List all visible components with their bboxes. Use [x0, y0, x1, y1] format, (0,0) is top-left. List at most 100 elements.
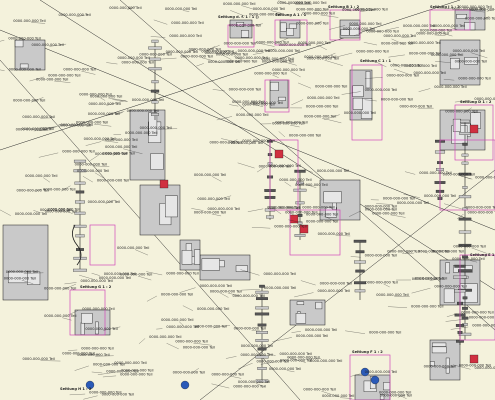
- part-callout-label: 0000-000-000 Teil: [453, 244, 485, 248]
- washer-part: [460, 119, 470, 123]
- part-callout-label: 0000-000-000 Teil: [48, 73, 80, 77]
- leader-line: [179, 287, 196, 293]
- leader-line: [238, 363, 253, 369]
- part-callout-label: 0000-000-000 Teil: [296, 334, 328, 338]
- leader-line: [383, 283, 390, 288]
- leader-line: [294, 292, 314, 298]
- leader-line: [429, 279, 437, 281]
- leader-line: [127, 6, 136, 10]
- part-detail: [379, 393, 385, 400]
- part-callout-label: 0000-000-000 Teil: [254, 71, 286, 75]
- leader-line: [92, 165, 110, 167]
- part-callout-label: 0000-000-000 Teil: [317, 169, 349, 173]
- part-callout-label: 0000-000-000 Teil: [88, 102, 120, 106]
- part-callout-label: 0000-000-000 Teil: [305, 328, 337, 332]
- washer-part: [462, 207, 468, 211]
- part-callout-label: 0000-000-000 Teil: [459, 363, 491, 367]
- leader-line: [206, 45, 220, 52]
- leader-line: [227, 139, 238, 144]
- part-detail: [365, 71, 371, 89]
- detail-view-titles: Seitlung d. f. 1 : 1 ()Seitlung A 1 : 1S…: [60, 5, 495, 391]
- detail-frame: [269, 139, 299, 211]
- leader-line: [305, 358, 321, 360]
- part-callout-label: 0000-000-000 Teil: [76, 121, 108, 125]
- part-callout-label: 0000-000-000 Teil: [8, 37, 40, 41]
- leader-line: [178, 321, 186, 328]
- highlighted-part: [469, 124, 479, 134]
- detail-frame: [274, 19, 308, 46]
- part-detail: [181, 250, 193, 265]
- washer-part: [456, 339, 464, 343]
- bearing-part: [360, 367, 370, 377]
- leader-line: [486, 9, 495, 12]
- detail-view-title: Seitlung B 1 : 2: [328, 5, 360, 9]
- leader-line: [290, 125, 300, 128]
- part-detail: [452, 118, 461, 132]
- part-callout-label: 0000-000-000 Teil: [356, 50, 388, 54]
- highlighted-part: [159, 179, 169, 189]
- detail-view-title: Seitlung d. f. 1 : 1 (): [218, 15, 259, 19]
- part-callout-label: 0000-000-000 Teil: [453, 49, 485, 53]
- part-callout-label: 0000-000-000 Teil: [366, 29, 398, 33]
- leader-line: [80, 354, 100, 356]
- leader-line: [354, 32, 363, 36]
- leader-line: [49, 43, 67, 47]
- leader-line: [290, 71, 301, 78]
- leader-line: [38, 152, 59, 158]
- leader-line: [278, 131, 285, 137]
- washer-part: [149, 57, 161, 61]
- part-callout-label: 0000-000-000 Teil: [415, 276, 447, 280]
- leader-line: [76, 14, 88, 17]
- part-callout-label: 0000-000-000 Teil: [280, 358, 312, 362]
- part-callout-label: 0000-000-000 Teil: [59, 124, 91, 128]
- part-callout-label: 0000-000-000 Teil: [434, 85, 466, 89]
- part-callout-label: 0000-000-000 Teil: [315, 85, 347, 89]
- leader-line: [437, 31, 453, 37]
- leader-line: [31, 22, 46, 24]
- leader-line: [343, 7, 352, 12]
- part-callout-label: 0000-000-000 Teil: [117, 56, 149, 60]
- part-callout-label: 0000-000-000 Teil: [343, 27, 375, 31]
- leader-line: [255, 383, 266, 388]
- part-callout-label: 0000-000-000 Teil: [403, 24, 435, 28]
- leader-line: [315, 44, 327, 50]
- highlighted-part: [299, 224, 309, 234]
- leader-line: [40, 117, 54, 119]
- leader-line: [363, 42, 378, 46]
- part-callout-label: 0000-000-000 Teil: [97, 179, 129, 183]
- leader-line: [329, 25, 346, 30]
- leader-line: [297, 181, 317, 188]
- part-callout-label: 0000-000-000 Teil: [280, 352, 312, 356]
- leader-line: [54, 80, 71, 83]
- leader-line: [107, 97, 128, 102]
- part-callout-label: 0000-000-000 Teil: [342, 8, 374, 12]
- leader-line: [450, 326, 469, 330]
- part-callout-label: 0000-000-000 Teil: [472, 323, 495, 327]
- part-callout-label: 0000-000-000 Teil: [445, 110, 477, 114]
- part-detail: [315, 301, 323, 310]
- leader-line: [255, 48, 276, 53]
- washer-part: [461, 316, 469, 320]
- washer-part: [462, 186, 468, 189]
- leader-line: [411, 288, 431, 294]
- part-detail: [352, 85, 364, 97]
- bearing-part: [370, 375, 380, 385]
- washer-part: [297, 214, 303, 217]
- part-callout-label: 0000-000-000 Teil: [261, 57, 293, 61]
- part-callout-label: 0000-000-000 Teil: [294, 1, 326, 5]
- leader-line: [201, 57, 222, 63]
- leader-line: [288, 357, 306, 363]
- part-callout-label: 0000-000-000 Teil: [269, 367, 301, 371]
- leader-line: [482, 16, 490, 20]
- part-detail: [19, 63, 29, 69]
- washer-part: [73, 169, 87, 173]
- part-callout-label: 0000-000-000 Teil: [22, 357, 54, 361]
- leader-line: [30, 97, 44, 103]
- washer-part: [75, 234, 85, 238]
- part-callout-label: 0000-000-000 Teil: [411, 304, 443, 308]
- part-callout-label: 0000-000-000 Teil: [36, 77, 68, 81]
- detail-frame: [89, 224, 116, 266]
- part-detail: [236, 22, 245, 27]
- leader-line: [85, 141, 102, 146]
- leader-line: [166, 343, 179, 350]
